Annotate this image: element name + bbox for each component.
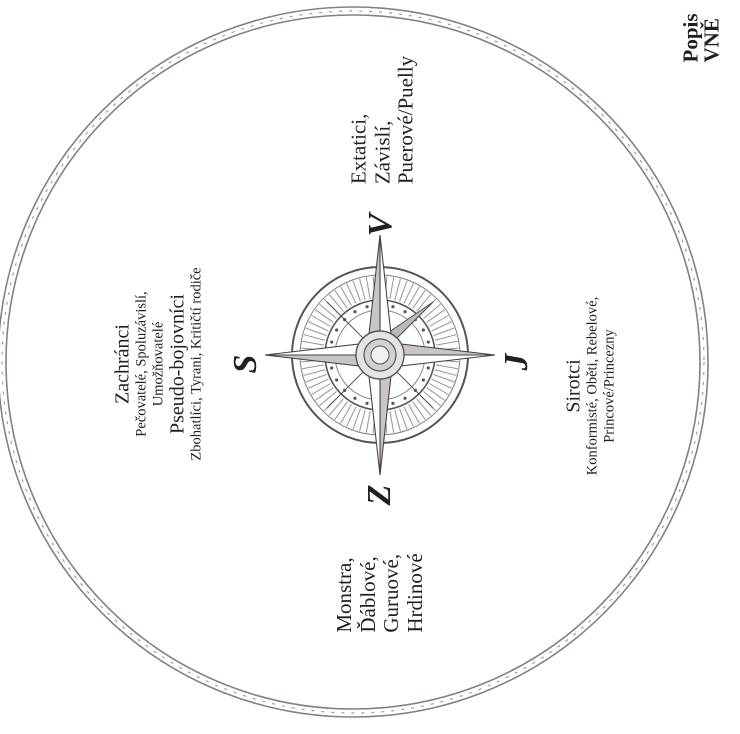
rose-dot	[353, 397, 356, 400]
rose-dot	[427, 340, 430, 343]
rose-dot	[403, 397, 406, 400]
rescuers-block: Zachránci Pečovatelé, Spoluzávislí, Umož…	[111, 267, 204, 460]
rose-dot	[391, 402, 394, 405]
rescuers-line: Pečovatelé, Spoluzávislí,	[134, 267, 150, 460]
quadrant-bottom-left-line: Guruové,	[380, 553, 404, 632]
rose-dot	[422, 378, 425, 381]
orphans-line: Konformisté, Oběti, Rebelové,	[585, 297, 601, 475]
direction-south-label: Z	[361, 485, 399, 506]
quadrant-bottom-left-line: Hrdinové	[404, 553, 428, 632]
rose-hub-center	[371, 346, 389, 364]
rose-dot	[403, 310, 406, 313]
quadrant-top-right-line: Extatici,	[348, 56, 372, 184]
side-heading-line: Popis	[681, 13, 702, 62]
rose-dot	[330, 366, 333, 369]
pseudo-warriors-line: Zbohatlíci, Tyrani, Kritičtí rodiče	[189, 267, 205, 460]
side-heading-text: Popis VNĚ	[681, 13, 724, 62]
rose-dot	[365, 402, 368, 405]
rose-dot	[427, 366, 430, 369]
direction-west-label: S	[227, 355, 265, 374]
rose-dot	[330, 340, 333, 343]
orphans-line: Princové/Princezny	[601, 297, 617, 475]
orphans-block: Sirotci Konformisté, Oběti, Rebelové, Pr…	[563, 297, 618, 475]
compass-rose	[265, 235, 495, 475]
rose-dot	[422, 328, 425, 331]
rose-dot	[365, 305, 368, 308]
rose-dot	[353, 310, 356, 313]
direction-east-label: J	[498, 354, 536, 371]
direction-north-label: V	[362, 214, 400, 237]
pseudo-warriors-heading: Pseudo-bojovníci	[166, 267, 188, 460]
quadrant-bottom-left-line: Ďáblové,	[356, 553, 380, 632]
side-heading-line: VNĚ	[702, 13, 723, 62]
rose-dot	[391, 305, 394, 308]
rescuers-heading: Zachránci	[111, 267, 133, 460]
quadrant-bottom-left-text: Monstra, Ďáblové, Guruové, Hrdinové	[333, 553, 427, 632]
rose-dot	[335, 328, 338, 331]
rescuers-line: Umožňovatelé	[150, 267, 166, 460]
quadrant-bottom-left-line: Monstra,	[333, 553, 357, 632]
quadrant-top-right-text: Extatici, Závislí, Puerové/Puelly	[348, 56, 419, 184]
rose-dot	[335, 378, 338, 381]
orphans-heading: Sirotci	[563, 297, 585, 475]
quadrant-top-right-line: Puerové/Puelly	[395, 56, 419, 184]
quadrant-top-right-line: Závislí,	[371, 56, 395, 184]
